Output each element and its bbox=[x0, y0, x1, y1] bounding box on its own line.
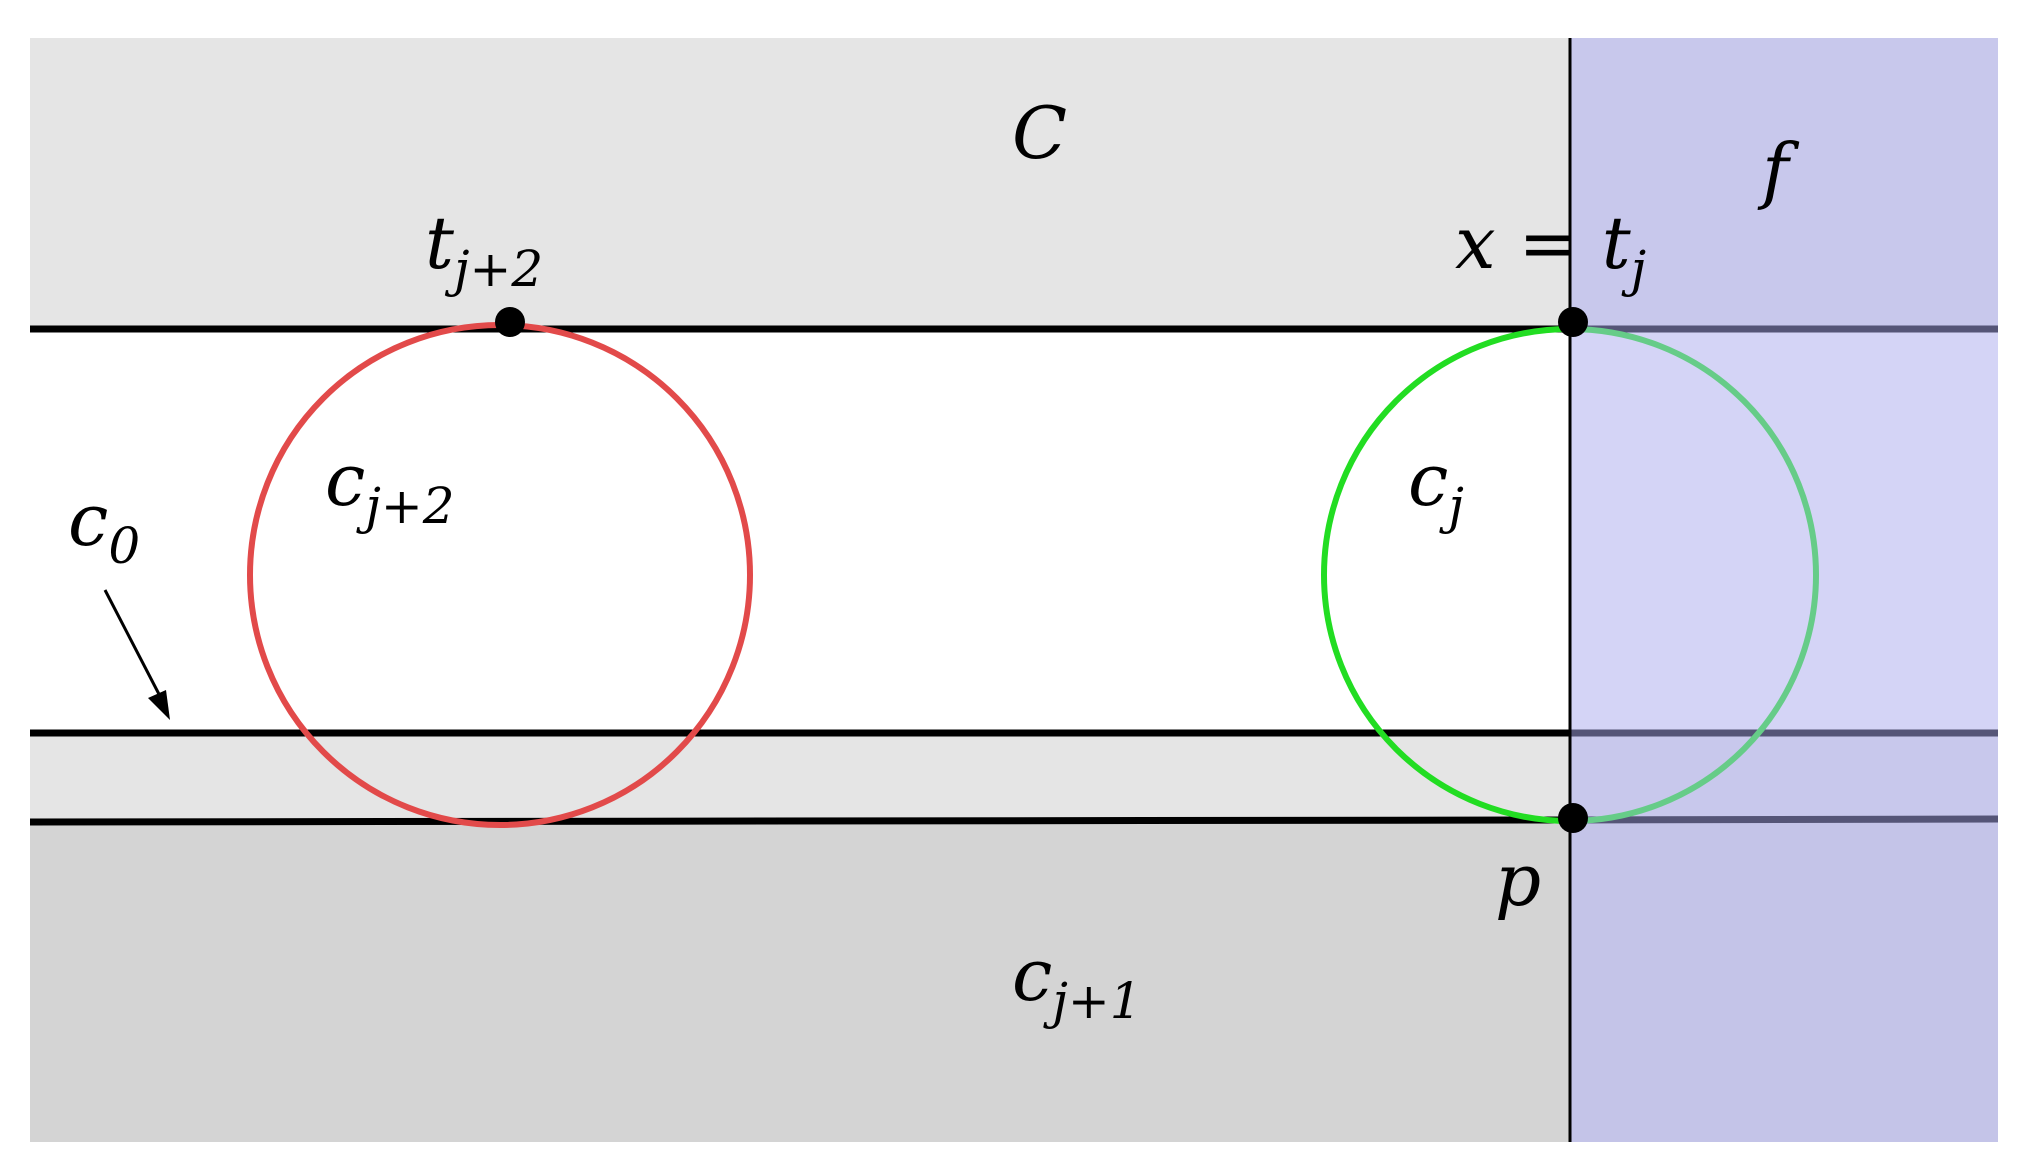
arrow-c0-shaft bbox=[103, 589, 164, 701]
point-x-tj bbox=[1558, 307, 1588, 337]
region-f-top bbox=[1570, 38, 1998, 329]
region-f-lower bbox=[1570, 733, 1998, 822]
label-cj1: cj+1 bbox=[1012, 933, 1142, 1030]
label-cj1-base: c bbox=[1012, 933, 1052, 1017]
point-p bbox=[1558, 803, 1588, 833]
region-white-band bbox=[30, 329, 1570, 733]
line-bottom bbox=[29, 816, 1571, 826]
label-cj1-sub: j+1 bbox=[1042, 972, 1141, 1030]
label-c0: c0 bbox=[68, 478, 140, 575]
region-f-bottom bbox=[1570, 822, 1998, 1142]
label-cj: cj bbox=[1408, 438, 1464, 535]
region-f-middle bbox=[1570, 329, 1998, 733]
label-cj2-base: c bbox=[325, 438, 365, 522]
circle-cj-right bbox=[1569, 326, 1819, 824]
region-c0-band bbox=[30, 733, 1570, 822]
label-x-eq-tj-base: x = t bbox=[1455, 201, 1632, 285]
label-cj-base: c bbox=[1408, 438, 1448, 522]
label-c0-sub: 0 bbox=[108, 517, 140, 575]
circle-cj-left bbox=[1321, 326, 1571, 824]
arrow-c0-head bbox=[148, 690, 170, 720]
point-tj2 bbox=[495, 307, 525, 337]
region-bottom-cj1 bbox=[30, 822, 1570, 1142]
label-tj2-base: t bbox=[425, 201, 455, 285]
label-tj2: tj+2 bbox=[425, 201, 543, 298]
label-x-eq-tj: x = tj bbox=[1455, 201, 1646, 298]
label-cj2-sub: j+2 bbox=[355, 477, 454, 535]
label-tj2-sub: j+2 bbox=[444, 240, 543, 298]
label-cj2: cj+2 bbox=[325, 438, 455, 535]
label-p: p bbox=[1495, 838, 1541, 922]
label-C: C bbox=[1012, 91, 1067, 175]
line-bottom-faded bbox=[1569, 815, 1999, 824]
label-c0-base: c bbox=[68, 478, 108, 562]
region-top-C bbox=[30, 38, 1570, 329]
